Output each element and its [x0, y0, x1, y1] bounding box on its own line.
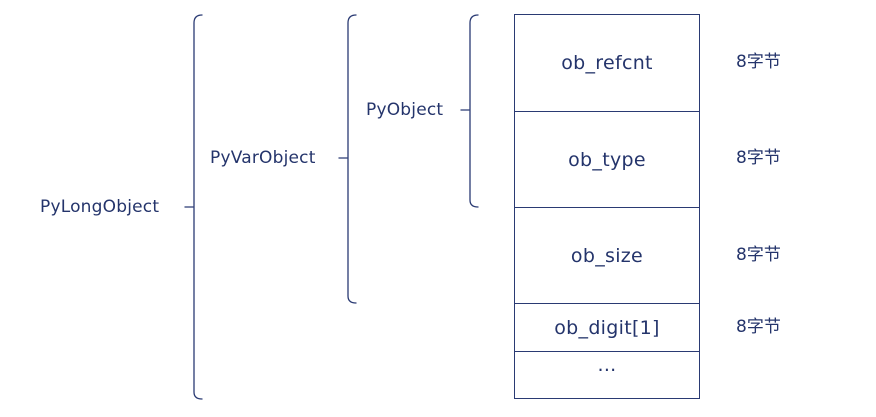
size-ob-size: 8字节 [736, 245, 781, 265]
pylongobject-label: PyLongObject [40, 197, 160, 217]
field-ellipsis: ... [597, 354, 617, 376]
pyobject-label: PyObject [366, 100, 444, 120]
pylong-bracket [193, 14, 203, 400]
size-ob-type: 8字节 [736, 148, 781, 168]
field-ob-digit: ob_digit[1] [515, 304, 699, 352]
field-ob-type: ob_type [515, 112, 699, 208]
pyvarobject-label: PyVarObject [210, 148, 316, 168]
size-ob-digit: 8字节 [736, 317, 781, 337]
field-ob-refcnt: ob_refcnt [515, 15, 699, 112]
pyobject-bracket [469, 14, 479, 208]
size-ob-refcnt: 8字节 [736, 52, 781, 72]
field-ob-size: ob_size [515, 208, 699, 304]
pyvar-bracket [347, 14, 357, 304]
memory-block: ob_refcnt ob_type ob_size ob_digit[1] ..… [514, 14, 700, 399]
